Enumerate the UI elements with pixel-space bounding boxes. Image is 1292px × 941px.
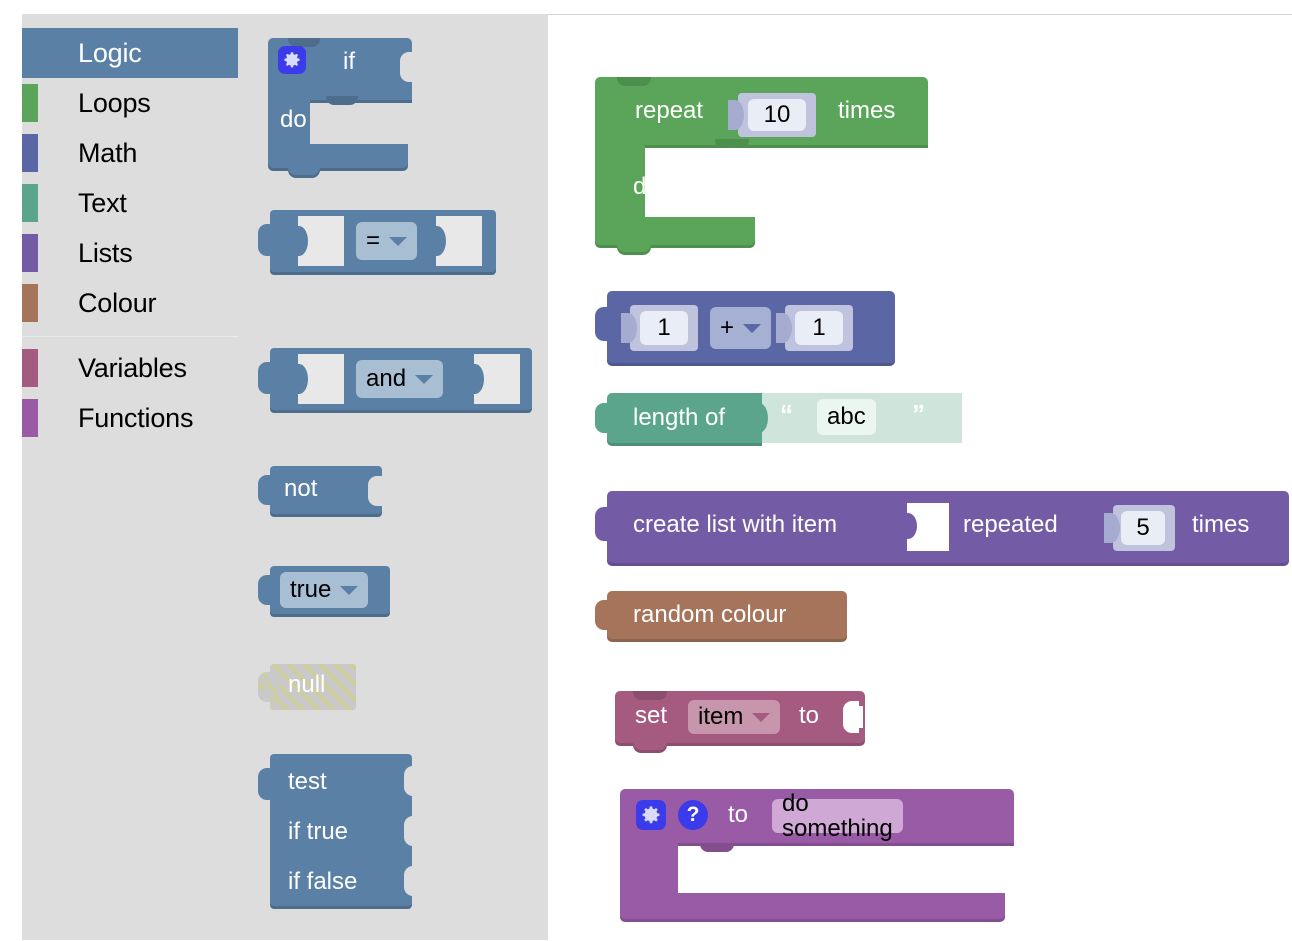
category-variables[interactable]: Variables	[22, 343, 238, 393]
variable-dropdown[interactable]: item	[688, 700, 781, 734]
operator-dropdown[interactable]: +	[710, 307, 772, 349]
text-shadow-block[interactable]: “ abc ”	[752, 393, 962, 443]
category-math[interactable]: Math	[22, 128, 238, 178]
variable-name: item	[698, 703, 744, 731]
procedure-to-label: to	[728, 801, 749, 828]
gear-icon[interactable]	[636, 800, 666, 830]
test-label: test	[288, 768, 327, 795]
category-label: Functions	[78, 402, 194, 433]
logic-operator-dropdown[interactable]: and	[356, 360, 444, 398]
item-socket[interactable]	[903, 503, 949, 551]
category-functions[interactable]: Functions	[22, 393, 238, 443]
category-separator	[22, 336, 238, 337]
do-label: do	[633, 173, 660, 200]
chevron-down-icon	[415, 374, 434, 384]
quote-open: “	[780, 399, 793, 429]
list-times-label: times	[1192, 511, 1250, 538]
category-label: Logic	[78, 37, 142, 68]
category-label: Colour	[78, 287, 157, 318]
category-lists[interactable]: Lists	[22, 228, 238, 278]
category-label: Text	[78, 187, 127, 218]
operand-right-shadow[interactable]: 1	[776, 305, 853, 351]
text-input[interactable]: abc	[817, 399, 876, 435]
create-list-label: create list with item	[633, 511, 838, 538]
if-true-label: if true	[288, 818, 349, 845]
compare-operator: =	[366, 227, 381, 255]
boolean-dropdown[interactable]: true	[280, 572, 369, 608]
operator-label: +	[720, 314, 735, 342]
length-of-label: length of	[633, 404, 726, 431]
category-label: Math	[78, 137, 138, 168]
category-loops[interactable]: Loops	[22, 78, 238, 128]
repeat-count-input[interactable]: 10	[748, 99, 806, 131]
repeat-label: repeat	[635, 97, 704, 124]
not-label: not	[284, 475, 318, 502]
procedure-name-input[interactable]: do something	[772, 791, 903, 841]
category-colour-swatch	[22, 184, 38, 222]
flyout-panel[interactable]: if do = and	[238, 14, 548, 940]
chevron-down-icon	[752, 712, 771, 722]
toolbox-categories[interactable]: Logic Loops Math Text Lists Colour Varia…	[22, 14, 238, 940]
to-label: to	[799, 702, 820, 729]
set-label: set	[635, 702, 668, 729]
category-colour[interactable]: Colour	[22, 278, 238, 328]
operand-left-shadow[interactable]: 1	[621, 305, 698, 351]
chevron-down-icon	[743, 323, 762, 333]
category-colour-swatch	[22, 234, 38, 272]
category-colour-swatch	[22, 349, 38, 387]
repeat-count-shadow[interactable]: 10	[728, 93, 816, 137]
do-label: do	[280, 106, 307, 133]
category-colour-swatch	[22, 84, 38, 122]
times-label: times	[838, 97, 896, 124]
operand-right-input[interactable]: 1	[795, 311, 843, 345]
chevron-down-icon	[389, 236, 408, 246]
chevron-down-icon	[340, 585, 359, 595]
operand-left-input[interactable]: 1	[640, 311, 688, 345]
repeated-label: repeated	[963, 511, 1058, 538]
category-text[interactable]: Text	[22, 178, 238, 228]
category-colour-swatch	[22, 134, 38, 172]
if-false-label: if false	[288, 868, 358, 895]
category-logic[interactable]: Logic	[22, 28, 238, 78]
category-colour-swatch	[22, 399, 38, 437]
category-label: Lists	[78, 237, 133, 268]
random-colour-label: random colour	[633, 601, 787, 628]
list-count-input[interactable]: 5	[1121, 511, 1165, 545]
category-label: Variables	[78, 352, 187, 383]
logic-operator: and	[366, 365, 407, 393]
compare-operator-dropdown[interactable]: =	[356, 222, 418, 260]
question-icon[interactable]: ?	[678, 800, 708, 830]
null-label: null	[288, 671, 326, 698]
category-label: Loops	[78, 87, 151, 118]
list-count-shadow[interactable]: 5	[1104, 505, 1175, 551]
if-label: if	[343, 48, 355, 75]
quote-close: ”	[912, 399, 925, 429]
gear-icon[interactable]	[278, 46, 306, 74]
category-colour-swatch	[22, 284, 38, 322]
boolean-value: true	[290, 576, 332, 604]
